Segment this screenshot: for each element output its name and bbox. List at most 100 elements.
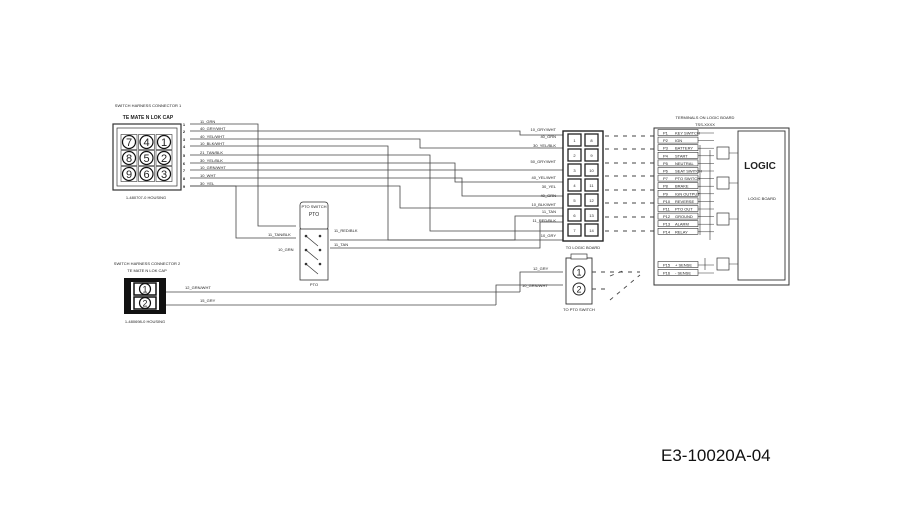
logic-board-pin: P12 [663, 214, 671, 219]
mid-connector-cavity: 3 [567, 163, 582, 177]
connector-1-cell-7: 7 [126, 137, 132, 149]
logic-board-signal: KEY SWITCH [675, 131, 700, 136]
mid-connector-wire-label: 50_GRY/WHT [531, 159, 557, 164]
pto-plug-cell-1: 1 [576, 268, 581, 278]
logic-board-signal: REVERSE [675, 199, 694, 204]
pto-plug-wire-1: 12_GRY [533, 266, 549, 271]
connector-1-cell-4: 4 [143, 137, 149, 149]
mid-connector-label: TO LOGIC BOARD [566, 245, 600, 250]
mid-connector-cell-5: 5 [573, 198, 576, 203]
connector-1-pin-2: 2 [183, 129, 186, 134]
mid-connector-cavity: 9 [584, 148, 599, 162]
connector-1-body [112, 123, 182, 191]
logic-board-signal: - SENSE [675, 271, 691, 276]
mid-connector-cavity: 7 [567, 223, 582, 237]
mid-connector-cell-14: 14 [589, 228, 594, 233]
mid-connector-wire-label: 10_GRY/WHT [531, 127, 557, 132]
logic-board-pin: P6 [663, 169, 669, 174]
logic-board-pin: P13 [663, 222, 671, 227]
connector-2-housing: 1-480698-0 HOUSING [125, 319, 165, 324]
connector-1-pin-9: 9 [183, 184, 186, 189]
mid-connector-wire-label: 40_GRN [540, 193, 556, 198]
logic-board-signal: IGN OUTPUT [675, 191, 700, 196]
connector-1-pin-4: 4 [183, 144, 186, 149]
pto-switch: PTO SWITCH PTO PTO 11_TAN/BLK 10_GRN 11_… [268, 201, 358, 287]
connector-1-cell-6: 6 [143, 169, 149, 181]
logic-board-subtitle: TSS-XXXX [695, 122, 715, 127]
connector-2-title: SWITCH HARNESS CONNECTOR 2 [114, 261, 181, 266]
mid-connector-cell-9: 9 [590, 153, 593, 158]
pto-wire-out-1: 11_RED/BLK [334, 228, 358, 233]
mid-connector-cavity: 2 [567, 148, 582, 162]
connector-1-pin-1: 1 [183, 122, 186, 127]
pto-switch-footer: PTO [310, 282, 318, 287]
mid-connector-wire-label: 10_BLK/WHT [532, 202, 557, 207]
logic-chip [737, 130, 786, 281]
logic-board-signal: + SENSE [675, 263, 692, 268]
logic-board-pin: P11 [663, 207, 671, 212]
mid-connector-cell-3: 3 [573, 168, 576, 173]
connector-1-wire-label: 21_TAN/BLK [200, 150, 223, 155]
mid-connector-cavity: 6 [567, 208, 582, 222]
logic-board-signal: BATTERY [675, 146, 693, 151]
pto-plug: 1 2 TO PTO SWITCH 12_GRY 10_GRN/WHT [522, 253, 641, 312]
connector-1-cavity: 1 [155, 134, 173, 150]
logic-board-signal: PTO OUT [675, 207, 693, 212]
pto-plug-label: TO PTO SWITCH [563, 307, 595, 312]
logic-side-label: LOGIC BOARD [748, 196, 776, 201]
mid-connector-cavity: 11 [584, 178, 599, 192]
mid-connector-wire-label: 11_TAN [542, 209, 556, 214]
mid-connector-cavity: 5 [567, 193, 582, 207]
pto-switch-label: PTO [309, 212, 319, 218]
connector-1-wire-label: 10_BLK/WHT [200, 141, 225, 146]
connector-1-wire-label: 40_GRY/WHT [200, 126, 226, 131]
connector-1-wire-label: 10_WHT [200, 173, 216, 178]
logic-board-pin: P10 [663, 199, 671, 204]
logic-board-pin: P4 [663, 153, 669, 158]
logic-board-signal: BRAKE [675, 184, 689, 189]
connector-1-cavity: 7 [120, 134, 138, 150]
pto-plug-body [565, 257, 593, 305]
connector-1-cell-1: 1 [161, 137, 167, 149]
connector-1-wire-label: 30_YEL/BLK [200, 158, 223, 163]
connector-1-cell-5: 5 [143, 153, 149, 165]
logic-board-pin: P14 [663, 229, 671, 234]
logic-board-terminal: P6 SEAT SWITCH [657, 167, 714, 174]
mid-connector-wire-label: 30_YEL [542, 184, 557, 189]
connector-1-cell-2: 2 [161, 153, 167, 165]
connector-1-inner [116, 127, 178, 187]
switch-harness-connector-2: SWITCH HARNESS CONNECTOR 2 TE MATE N LOK… [114, 261, 520, 324]
connector-1-wire-label: 30_YEL [200, 181, 215, 186]
connector-1-cavity: 3 [155, 166, 173, 182]
mid-connector-cavity: 13 [584, 208, 599, 222]
logic-board-pin: P16 [663, 271, 671, 276]
harness-wires [190, 123, 563, 305]
logic-board-pin: P5 [663, 161, 669, 166]
logic-board-pin: P3 [663, 146, 669, 151]
connector-1-cavity: 5 [138, 150, 155, 166]
connector-1-title: SWITCH HARNESS CONNECTOR 1 [115, 103, 182, 108]
mid-connector-wire-label: 11_RED/BLK [533, 218, 557, 223]
mid-connector-cell-4: 4 [573, 183, 576, 188]
connector-1-cavity: 4 [138, 134, 155, 150]
pto-plug-cell-2: 2 [576, 285, 581, 295]
connector-1-cavity: 6 [138, 166, 155, 182]
logic-board-terminal: P14 RELAY [657, 228, 714, 235]
logic-board-signal: RELAY [675, 229, 688, 234]
logic-board-signal: SEAT SWITCH [675, 169, 702, 174]
pto-switch-body [299, 228, 329, 281]
mid-connector-cell-8: 8 [590, 138, 593, 143]
connector-1-cavity: 9 [120, 166, 138, 182]
connector-1-wire-label: 11_GRN [200, 119, 215, 124]
mid-connector-wire-label: 10_GRY [541, 233, 557, 238]
mid-connector-cell-11: 11 [589, 183, 594, 188]
connector-1-wire-label: 10_GRN/WHT [200, 165, 226, 170]
connector-2-subtitle: TE MATE N LOK CAP [127, 268, 167, 273]
